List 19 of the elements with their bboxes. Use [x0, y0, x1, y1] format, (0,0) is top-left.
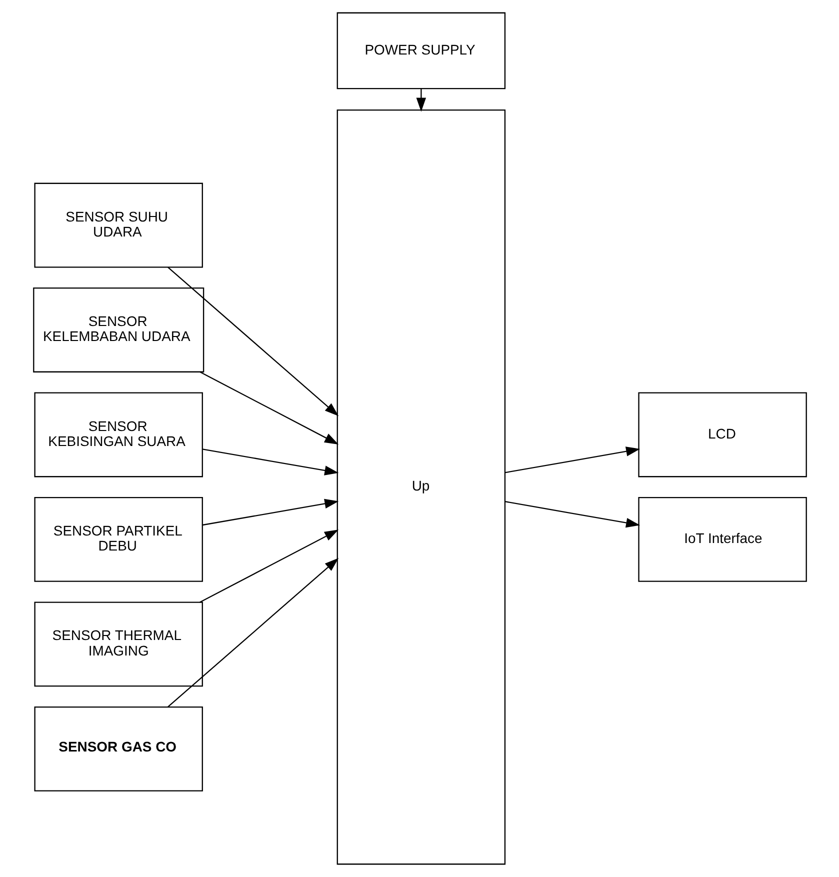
arrow	[199, 530, 338, 603]
node-box: IoT Interface	[638, 496, 806, 582]
node-box: SENSOR KELEMBABAN UDARA	[32, 288, 204, 372]
node-box: LCD	[638, 392, 806, 478]
node-box: SENSOR SUHU UDARA	[34, 182, 202, 268]
node-box: Up	[336, 109, 506, 865]
node-box: SENSOR PARTIKEL DEBU	[34, 496, 202, 582]
node-box: POWER SUPPLY	[336, 12, 506, 90]
arrow	[504, 446, 640, 474]
node-box: SENSOR KEBISINGAN SUARA	[34, 392, 202, 478]
arrow	[199, 371, 338, 444]
node-box: SENSOR THERMAL IMAGING	[34, 602, 202, 687]
arrow	[202, 448, 338, 476]
arrow	[167, 558, 338, 708]
arrow	[202, 498, 338, 526]
node-box: SENSOR GAS CO	[34, 706, 202, 792]
arrow	[167, 266, 338, 416]
arrow	[416, 88, 426, 112]
arrow	[504, 501, 640, 528]
